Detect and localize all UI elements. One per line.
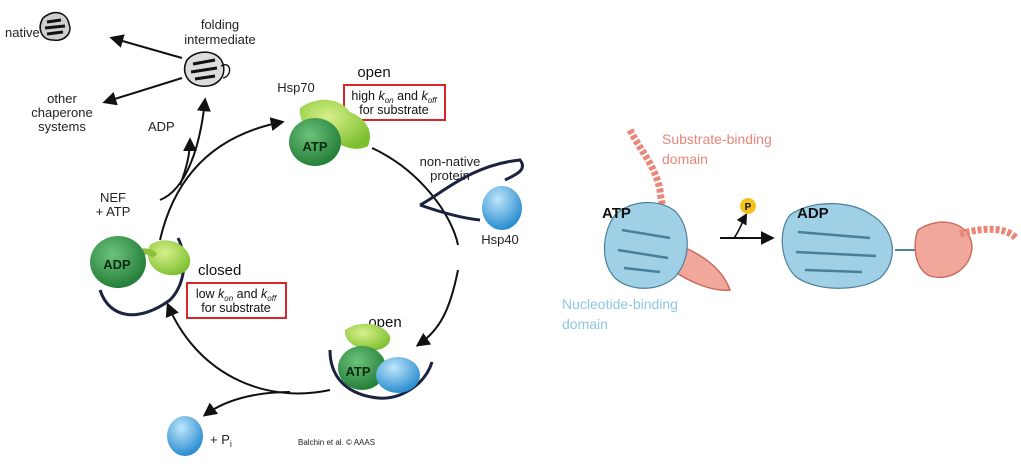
atp-label-top: ATP bbox=[302, 139, 327, 154]
arrow-to-other bbox=[102, 77, 183, 106]
non-native-chain bbox=[419, 158, 524, 207]
substrate-domain-label-2: domain bbox=[662, 151, 708, 167]
high-affinity-box: high kon and koff for substrate bbox=[343, 84, 446, 121]
native-label: native bbox=[5, 25, 40, 40]
phosphate-icon bbox=[740, 198, 756, 214]
hsp40-blob bbox=[482, 186, 522, 230]
hsp70-open-bottom: ATP bbox=[328, 323, 434, 400]
hsp40-bound bbox=[376, 357, 420, 393]
native-protein-icon bbox=[39, 11, 71, 42]
atp-domain-bottom bbox=[338, 346, 386, 390]
low-affinity-box: low kon and koff for substrate bbox=[186, 282, 287, 319]
hsp40-released bbox=[167, 416, 203, 456]
hsp70-open-top: ATP bbox=[289, 99, 370, 166]
phosphate-label: P bbox=[745, 202, 752, 213]
low-box-line2: for substrate bbox=[201, 301, 271, 315]
adp-structure-label: ADP bbox=[797, 205, 829, 222]
arrow-bottom-to-closed bbox=[165, 302, 331, 395]
adp-domain bbox=[90, 236, 146, 288]
hsp70-closed: ADP bbox=[90, 236, 191, 317]
phosphate-release: P bbox=[720, 198, 775, 245]
atp-structure-label: ATP bbox=[602, 205, 631, 222]
adp-state-structure bbox=[781, 203, 1019, 289]
adp-label: ADP bbox=[103, 257, 131, 272]
arrow-to-native bbox=[109, 34, 183, 59]
other-systems-label-2: chaperone bbox=[31, 105, 92, 120]
arrow-pi-release bbox=[202, 391, 291, 417]
pi-label: + Pi bbox=[210, 432, 232, 449]
atp-domain-top bbox=[289, 118, 341, 166]
low-box-line1: low kon and koff bbox=[196, 287, 277, 303]
folding-intermediate-icon bbox=[183, 51, 231, 88]
arrow-closed-to-top bbox=[159, 117, 285, 241]
adp-release-label: ADP bbox=[148, 119, 175, 134]
folding-label-2: intermediate bbox=[184, 32, 256, 47]
nef-atp-label: + ATP bbox=[96, 204, 131, 219]
arrow-to-folding bbox=[159, 97, 211, 201]
arrow-right-to-bottom bbox=[415, 269, 459, 347]
folding-label-1: folding bbox=[201, 17, 239, 32]
arrow-adp-branch bbox=[179, 137, 197, 186]
high-box-line2: for substrate bbox=[359, 103, 429, 117]
other-systems-label-1: other bbox=[47, 91, 77, 106]
substrate-domain-label-1: Substrate-binding bbox=[662, 131, 772, 147]
non-native-label-2: protein bbox=[430, 168, 470, 183]
other-systems-label-3: systems bbox=[38, 119, 86, 134]
closed-label: closed bbox=[198, 262, 241, 279]
hsp70-label: Hsp70 bbox=[277, 80, 315, 95]
nef-label: NEF bbox=[100, 190, 126, 205]
atp-state-structure bbox=[603, 128, 731, 291]
open-top-label: open bbox=[357, 64, 390, 81]
credit-text: Balchin et al. © AAAS bbox=[298, 438, 375, 447]
nucleotide-domain-label-1: Nucleotide-binding bbox=[562, 296, 678, 312]
non-native-label-1: non-native bbox=[420, 154, 481, 169]
cycle-arrows bbox=[102, 34, 459, 417]
nucleotide-domain-label-2: domain bbox=[562, 316, 608, 332]
arrow-right-descend bbox=[371, 147, 459, 246]
high-box-line1: high kon and koff bbox=[351, 89, 437, 105]
hsp40-label: Hsp40 bbox=[481, 232, 519, 247]
atp-label-bottom: ATP bbox=[345, 364, 370, 379]
